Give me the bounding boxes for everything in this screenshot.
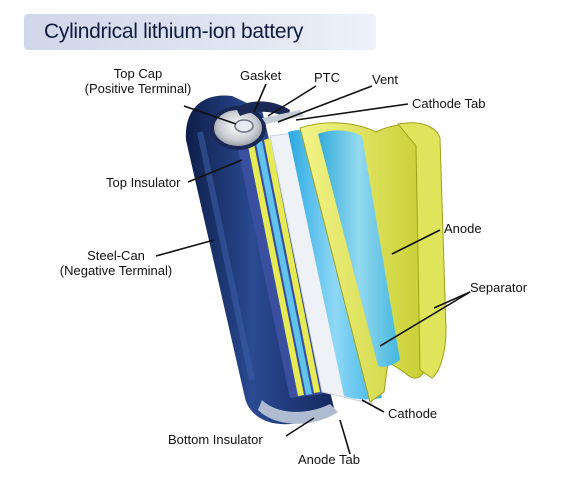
cathode-tab-shape [262, 110, 304, 124]
leader-steel-can [155, 239, 215, 257]
label-gasket: Gasket [240, 68, 282, 83]
top-cap-terminal [234, 119, 254, 133]
diagram-title: Cylindrical lithium-ion battery [44, 20, 304, 43]
label-ptc: PTC [314, 70, 340, 85]
anode-face-blue [318, 130, 400, 367]
inner-stack-blue-1 [256, 141, 312, 395]
label-steel-can: Steel-Can (Negative Terminal) [50, 248, 182, 278]
leader-bottom-insulator [285, 417, 315, 437]
leader-top-cap [183, 105, 237, 125]
label-top-cap-title: Top Cap [113, 66, 163, 81]
label-steel-can-subtitle: (Negative Terminal) [59, 263, 173, 278]
leader-top-insulator [187, 159, 243, 183]
label-cathode: Cathode [388, 406, 438, 421]
bottom-insulator-shape [258, 400, 338, 424]
label-vent: Vent [372, 72, 399, 87]
leader-cathode-tab [295, 103, 409, 121]
label-anode-tab: Anode Tab [298, 452, 360, 467]
label-top-cap-subtitle: (Positive Terminal) [84, 81, 192, 96]
leader-vent [277, 85, 373, 123]
label-separator: Separator [470, 280, 528, 295]
label-top-cap: Top Cap (Positive Terminal) [74, 66, 202, 96]
inner-stack-dark [238, 138, 322, 398]
label-steel-can-title: Steel-Can [87, 248, 145, 263]
label-cathode-tab: Cathode Tab [412, 96, 486, 111]
label-bottom-insulator: Bottom Insulator [168, 432, 263, 447]
leader-ptc [267, 85, 317, 117]
gasket-shape [236, 101, 290, 118]
leader-gasket [253, 83, 267, 113]
inner-stack-yellow-2 [264, 138, 320, 393]
leader-anode-tab [339, 419, 351, 455]
leader-anode [391, 229, 441, 255]
leader-separator-1 [379, 291, 471, 347]
leader-separator-2 [433, 291, 471, 309]
inner-stack-yellow-1 [248, 144, 304, 396]
label-anode: Anode [444, 221, 482, 236]
leader-cathode [361, 399, 385, 413]
label-top-insulator: Top Insulator [106, 175, 181, 190]
title-banner [24, 14, 376, 50]
